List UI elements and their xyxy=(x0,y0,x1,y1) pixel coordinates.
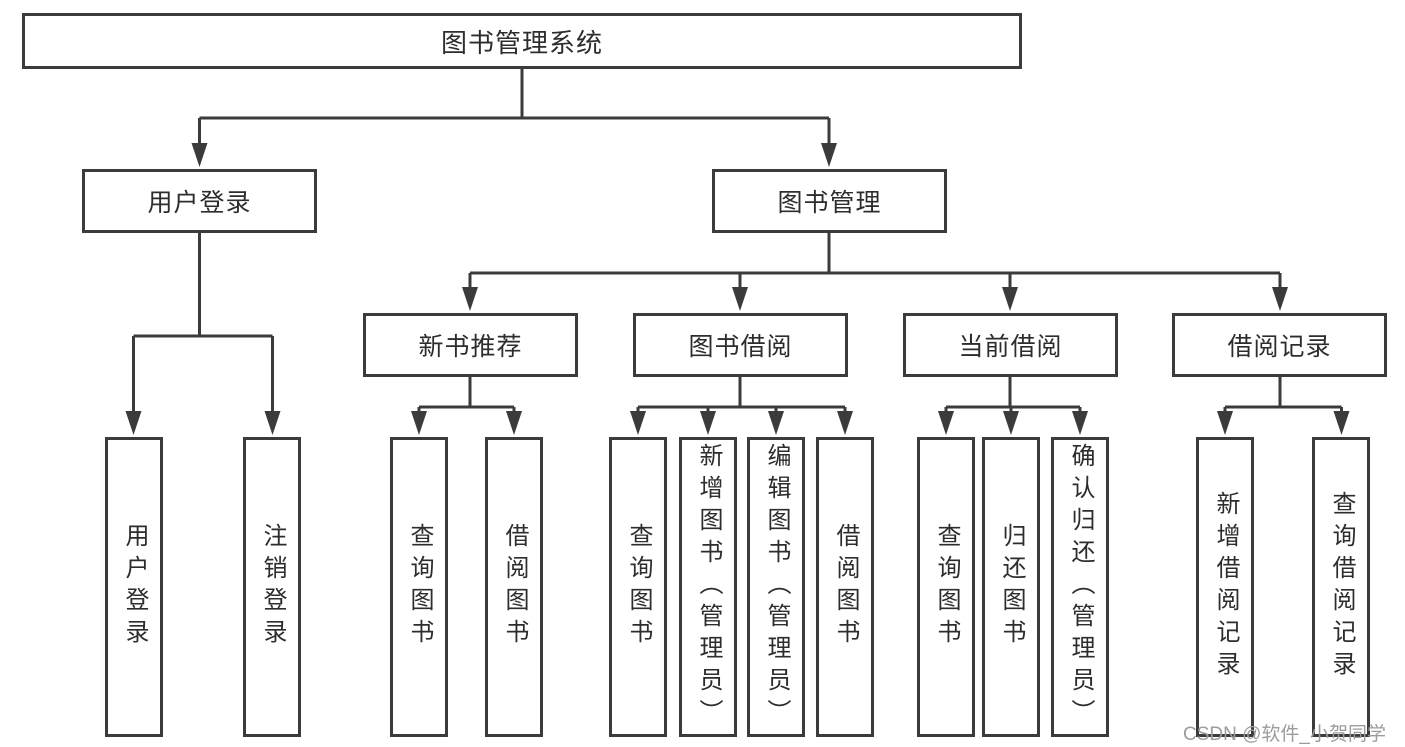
node-book-management: 图书管理 xyxy=(712,169,947,233)
leaf-add-borrow-record: 新增借阅记录 xyxy=(1196,437,1254,737)
leaf-confirm-return-admin: 确认归还（管理员） xyxy=(1051,437,1109,737)
leaf-query-books-3: 查询图书 xyxy=(917,437,975,737)
leaf-edit-book-admin: 编辑图书（管理员） xyxy=(747,437,805,737)
leaf-user-login: 用户登录 xyxy=(105,437,163,737)
node-user-login: 用户登录 xyxy=(82,169,317,233)
leaf-add-book-admin: 新增图书（管理员） xyxy=(679,437,737,737)
leaf-query-borrow-record: 查询借阅记录 xyxy=(1312,437,1370,737)
leaf-borrow-books-1: 借阅图书 xyxy=(485,437,543,737)
arrowheads xyxy=(125,143,1350,435)
node-current-borrow: 当前借阅 xyxy=(903,313,1118,377)
leaf-return-book: 归还图书 xyxy=(982,437,1040,737)
node-new-book-recommend: 新书推荐 xyxy=(363,313,578,377)
leaf-logout: 注销登录 xyxy=(243,437,301,737)
node-book-borrow: 图书借阅 xyxy=(633,313,848,377)
csdn-watermark: CSDN @软件_小贺同学 xyxy=(1183,724,1386,745)
leaf-borrow-books-2: 借阅图书 xyxy=(816,437,874,737)
node-borrow-records: 借阅记录 xyxy=(1172,313,1387,377)
node-root: 图书管理系统 xyxy=(22,13,1022,69)
leaf-query-books-2: 查询图书 xyxy=(609,437,667,737)
leaf-query-books-1: 查询图书 xyxy=(390,437,448,737)
